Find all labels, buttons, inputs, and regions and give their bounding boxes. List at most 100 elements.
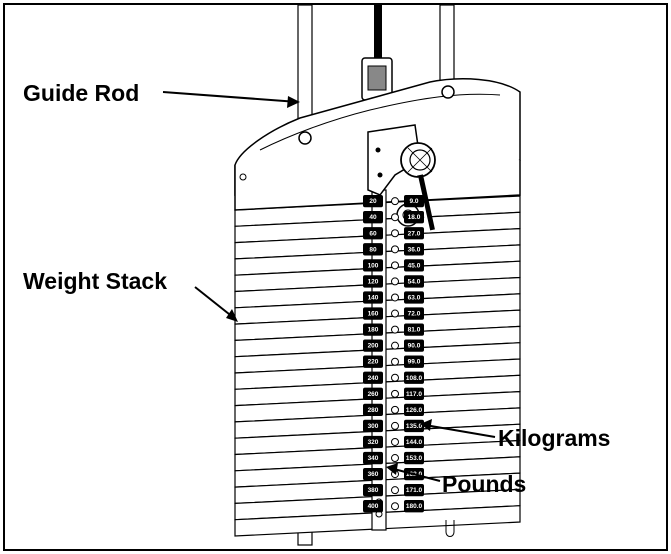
pin-hole [391,245,399,254]
cable-line [374,5,382,60]
pound-tag [363,291,383,304]
pound-value: 400 [368,503,379,510]
pound-value: 360 [368,471,379,478]
bracket-bolt-1 [375,147,381,153]
pin-hole [391,293,399,302]
pin-hole [391,437,399,446]
pound-value: 40 [369,214,377,221]
selector-knob-grip [407,147,433,173]
rod-hole-left [298,131,312,145]
pound-value: 220 [368,359,379,366]
selector-bracket [367,124,421,196]
kilogram-tag [404,387,424,400]
kilogram-tag [404,211,424,224]
pin-hole [391,277,399,286]
pound-tag [363,500,383,513]
kilogram-value: 27.0 [408,230,421,237]
kilogram-tag [404,483,424,497]
pound-tag [363,195,383,208]
pound-value: 320 [368,439,379,446]
pound-value: 200 [368,343,379,350]
pound-value: 240 [368,375,379,382]
pound-tag [363,451,383,465]
pound-tag [363,483,383,497]
arrow-weight-stack [194,286,235,319]
kilogram-value: 9.0 [409,198,418,205]
kilogram-value: 72.0 [408,311,421,318]
pound-value: 300 [368,423,379,430]
pound-tag [363,371,383,384]
kilogram-tag [404,243,424,256]
kilogram-value: 117.0 [406,391,422,398]
figure-border [3,3,668,551]
pound-tag [363,355,383,368]
pound-value: 380 [368,487,379,494]
label-guide-rod: Guide Rod [23,80,139,106]
kilogram-tag [404,355,424,368]
kilogram-tag [404,275,424,288]
kilogram-value: 54.0 [408,278,421,285]
kilogram-value: 90.0 [408,343,421,350]
pound-tag [363,227,383,240]
pound-value: 120 [368,278,379,285]
pound-tag [363,211,383,224]
label-kilograms: Kilograms [498,425,610,451]
top-plate-ridge [259,93,501,151]
kilogram-tag [404,419,424,433]
pin-hole [391,229,399,238]
kilogram-value: 126.0 [406,407,423,414]
pin-hole [391,213,399,222]
arrowhead-kilograms [420,419,432,431]
label-pounds: Pounds [442,471,526,497]
pound-value: 180 [368,327,379,334]
pound-value: 280 [368,407,379,414]
pound-tag [363,275,383,288]
kilogram-value: 99.0 [408,359,421,366]
pound-tag [363,323,383,336]
pound-value: 100 [368,262,379,269]
kilogram-value: 135.0 [406,423,423,430]
pound-tag [363,435,383,449]
kilogram-value: 45.0 [408,262,421,269]
kilogram-tag [404,371,424,384]
pound-tag [363,403,383,417]
arrow-pounds [389,467,441,482]
top-plate-screw [239,173,247,181]
pound-value: 20 [369,198,377,205]
pound-tag [363,419,383,433]
kilogram-tag [404,403,424,417]
pin-hole [391,341,399,350]
arrowhead-guide-rod [287,96,300,108]
selector-spring-wire [417,174,435,231]
kilogram-value: 144.0 [406,439,423,446]
kilogram-value: 81.0 [408,327,421,334]
arrow-guide-rod [162,91,299,103]
pin-hole [391,486,399,495]
lower-rod-end [445,520,455,537]
pound-value: 60 [369,230,377,237]
rod-hole-right [441,85,455,99]
pound-tag [363,467,383,481]
kilogram-value: 171.0 [406,487,423,494]
pound-tag [363,339,383,352]
pound-tag [363,259,383,272]
kilogram-tag [404,195,424,208]
pound-tag [363,307,383,320]
kilogram-tag [404,500,424,513]
kilogram-value: 36.0 [408,246,421,253]
pin-hole [391,405,399,414]
pin-hole [391,373,399,382]
pound-value: 340 [368,455,379,462]
kilogram-value: 180.0 [406,503,423,510]
pound-tag [363,243,383,256]
pin-hole [391,197,399,206]
pin-hole [391,389,399,398]
kilogram-value: 153.0 [406,455,423,462]
kilogram-tag [404,259,424,272]
pound-value: 160 [368,311,379,318]
kilogram-value: 63.0 [408,294,421,301]
pin-hole [391,325,399,334]
pin-hole [391,261,399,270]
